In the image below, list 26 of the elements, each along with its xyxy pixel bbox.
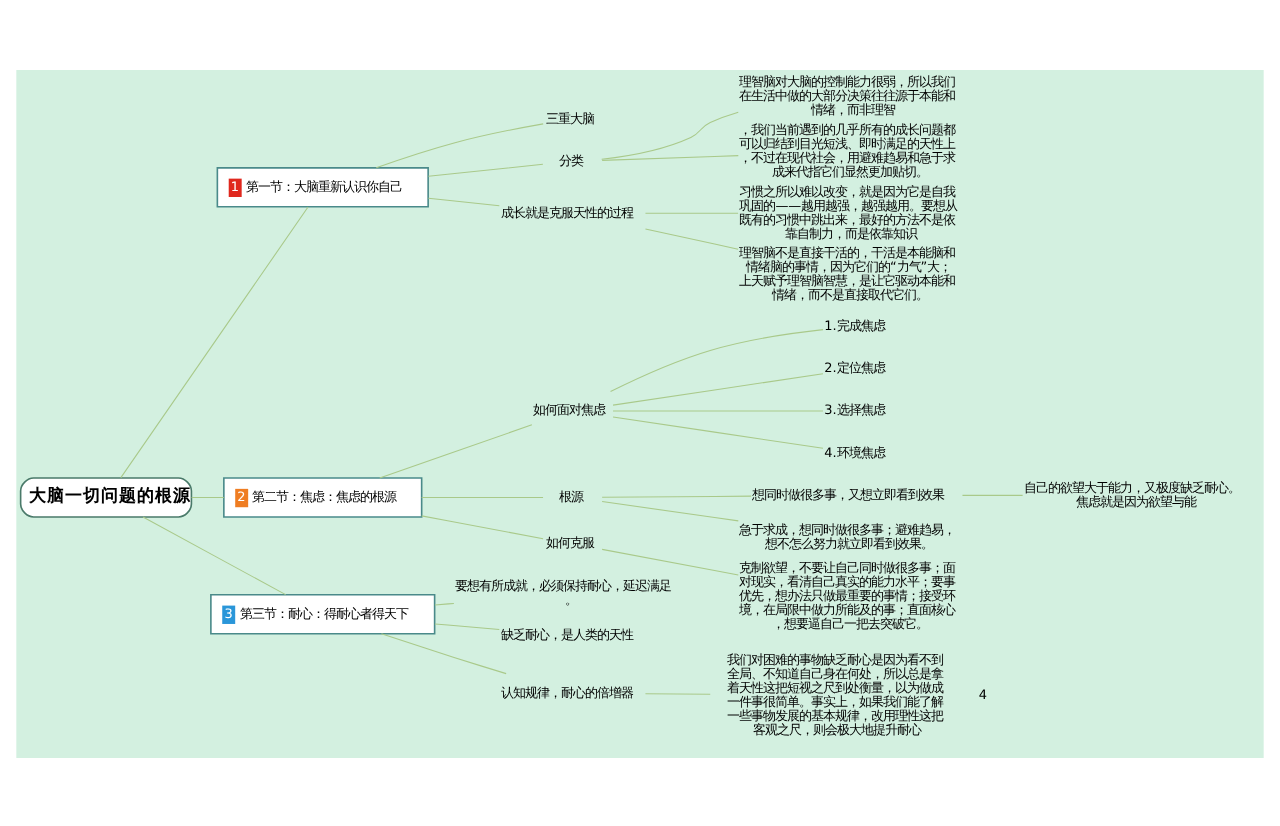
connector <box>427 162 544 176</box>
connector <box>434 622 500 630</box>
connector <box>644 692 711 694</box>
connector <box>142 515 287 595</box>
connector <box>601 154 739 160</box>
connector <box>612 415 824 448</box>
connector <box>427 196 500 206</box>
connector <box>612 372 824 405</box>
node-box: 大脑一切问题的根源 <box>19 476 193 517</box>
connector <box>434 601 455 605</box>
connector <box>380 632 507 674</box>
connector <box>644 227 739 249</box>
connector <box>601 494 752 497</box>
connector <box>644 211 739 213</box>
connector <box>601 500 739 521</box>
connector <box>961 493 1024 495</box>
connector <box>612 409 824 411</box>
connector <box>421 514 544 539</box>
connector <box>191 495 225 498</box>
connector <box>601 547 739 575</box>
connector <box>610 328 824 392</box>
connector <box>120 205 309 478</box>
connector <box>421 495 544 498</box>
connector <box>601 110 739 159</box>
connector <box>379 423 533 478</box>
connector <box>375 122 544 168</box>
